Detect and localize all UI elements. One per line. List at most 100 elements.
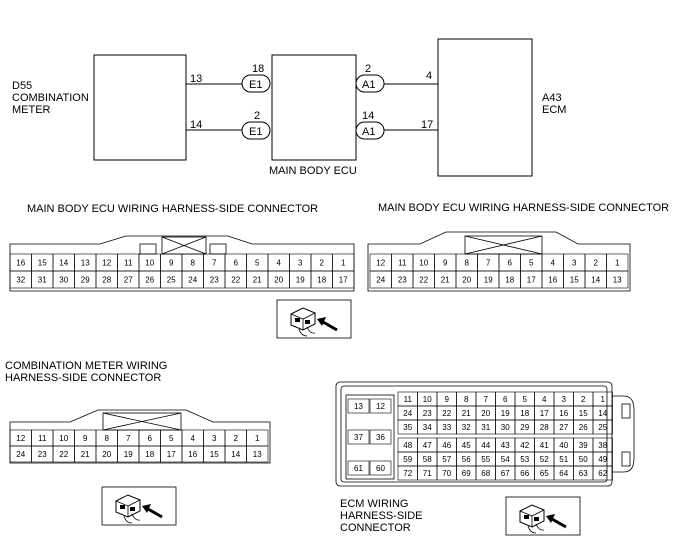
pin-number: 24 [16,450,25,459]
pin-number: 15 [38,259,47,268]
pin-number: 8 [465,259,470,268]
ecu-right-connector-upper: A1 [362,79,375,91]
pin-number: 22 [419,276,428,285]
connector-capsule-e1-upper [241,74,271,93]
pin-number: 20 [102,450,111,459]
pin-number: 1 [601,395,606,404]
pin-number: 5 [523,395,528,404]
pin-number: 2 [320,259,325,268]
pin-number: 65 [540,469,549,478]
pin-number: 11 [404,395,413,404]
meter-label-name-1: COMBINATION [12,92,89,104]
pin-number: 29 [520,423,529,432]
pin-number: 45 [462,441,471,450]
connector-capsule-a1-upper [355,74,385,93]
pin-number: 14 [231,450,240,459]
pin-number: 41 [540,441,549,450]
connector-view-icon [505,496,581,536]
arrow-shaft [551,517,567,529]
pin-cell [606,270,629,289]
pin-number: 71 [423,469,432,478]
pin-number: 23 [38,450,47,459]
pin-number: 27 [124,276,133,285]
pin-number: 44 [481,441,490,450]
plug-edge [115,499,141,517]
ecu-left-connector-lower: E1 [249,126,262,138]
pin-number: 40 [559,441,568,450]
connector-a1-title: MAIN BODY ECU WIRING HARNESS-SIDE CONNEC… [378,202,669,214]
pin-number: 1 [255,434,260,443]
pin-number: 2 [581,395,586,404]
pin-number: 56 [462,455,471,464]
pin-number: 6 [508,259,513,268]
pin-number: 10 [59,434,68,443]
pin-number: 1 [341,259,346,268]
pin-number: 15 [579,409,588,418]
pin-number: 7 [484,395,489,404]
pin-number: 63 [579,469,588,478]
pin-number: 14 [598,409,607,418]
pin-number: 16 [16,259,25,268]
pin-number: 23 [423,409,432,418]
pin-number: 53 [520,455,529,464]
connector-view-icon [101,486,177,526]
pin-number: 6 [148,434,153,443]
pin-number: 10 [419,259,428,268]
pin-number: 12 [376,259,385,268]
pin-number: 13 [354,402,363,411]
ecu-left-pin-lower: 2 [254,110,260,122]
pin-number: 12 [376,402,385,411]
meter-label-code: D55 [12,80,32,92]
pin-number: 3 [298,259,303,268]
pin-number: 35 [403,423,412,432]
pin-number: 21 [81,450,90,459]
pin-number: 19 [501,409,510,418]
pin-number: 19 [484,276,493,285]
pin-cell [347,398,370,414]
pin-number: 15 [210,450,219,459]
pin-number: 57 [442,455,451,464]
pin-number: 21 [462,409,471,418]
plug-wires [298,326,316,337]
pin-number: 59 [403,455,412,464]
pin-number: 21 [253,276,262,285]
ecu-left-pin-upper: 18 [252,63,264,75]
pin-number: 20 [481,409,490,418]
pin-number: 58 [423,455,432,464]
pin-number: 17 [527,276,536,285]
pin-number: 22 [231,276,240,285]
pin-cell [246,445,269,463]
pin-number: 13 [81,259,90,268]
pin-number: 66 [520,469,529,478]
plug-wires [123,513,141,524]
arrow-head [546,514,555,523]
pin-cell [369,429,392,445]
pin-number: 46 [442,441,451,450]
pin-number: 64 [559,469,568,478]
pin-number: 8 [464,395,469,404]
pin-number: 21 [441,276,450,285]
pin-number: 52 [540,455,549,464]
pin-number: 34 [423,423,432,432]
pin-number: 61 [354,464,363,473]
pin-number: 39 [579,441,588,450]
pin-number: 32 [462,423,471,432]
pin-number: 70 [442,469,451,478]
pin-number: 12 [102,259,111,268]
connector-e1-title: MAIN BODY ECU WIRING HARNESS-SIDE CONNEC… [27,203,318,215]
connector-meter-title-1: COMBINATION METER WIRING [5,360,167,372]
pin-number: 32 [16,276,25,285]
pin-number: 4 [191,434,196,443]
pin-number: 9 [445,395,450,404]
connector-ecm-title-2: HARNESS-SIDE [340,510,423,522]
pin-number: 20 [274,276,283,285]
pin-number: 28 [102,276,111,285]
connector-ecm-title-3: CONNECTOR [340,522,411,534]
pin-number: 13 [613,276,622,285]
pin-number: 20 [462,276,471,285]
pin-number: 3 [212,434,217,443]
